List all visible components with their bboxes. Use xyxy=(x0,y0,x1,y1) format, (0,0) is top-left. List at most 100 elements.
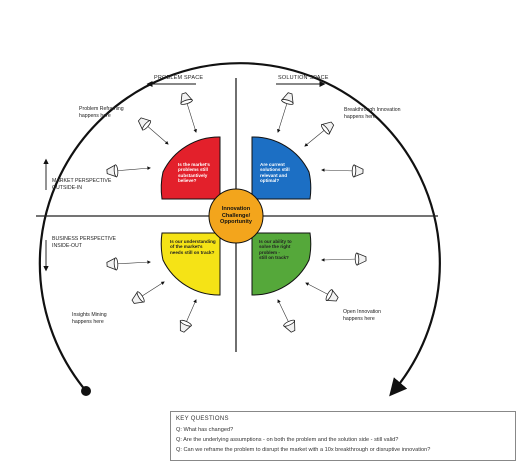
spotlight-beam xyxy=(113,166,151,172)
yellow-question-line2: of the market's xyxy=(170,244,203,250)
spotlight-icons xyxy=(106,92,367,333)
yellow-question-line3: needs still on track? xyxy=(170,249,215,255)
center-line1: Innovation xyxy=(221,206,251,212)
business-perspective-line2: INSIDE-OUT xyxy=(52,242,82,249)
red-quadrant-wedge xyxy=(160,136,221,200)
spotlight-icon xyxy=(179,299,197,333)
spotlight-beam xyxy=(321,168,357,172)
green-quadrant-question: Is our ability to solve the right proble… xyxy=(259,239,292,261)
business-perspective-line1: BUSINESS PERSPECTIVE xyxy=(52,236,116,242)
blue-quadrant-wedge xyxy=(251,136,312,200)
key-question-3: Q: Can we reframe the problem to disrupt… xyxy=(176,447,431,453)
market-perspective-line2: OUTSIDE-IN xyxy=(52,184,82,191)
spotlight-lens xyxy=(354,252,360,266)
spotlight-lamp xyxy=(179,319,193,333)
problem-reframing-line2: happens here xyxy=(79,112,111,119)
spotlight-lamp xyxy=(354,252,367,266)
open-innovation-label: Open Innovation happens here xyxy=(343,309,381,322)
spotlight-beam xyxy=(321,258,360,262)
spotlight-beam xyxy=(277,99,289,133)
spotlight-beam xyxy=(113,260,151,265)
breakthrough-innovation-line1: Breakthrough Innovation xyxy=(344,107,401,113)
spotlight-icon xyxy=(321,164,364,178)
key-question-1: Q: What has changed? xyxy=(176,427,234,433)
spotlight-lamp xyxy=(325,289,339,302)
green-question-line3: problem - xyxy=(259,249,280,255)
problem-reframing-line1: Problem Reframing xyxy=(79,106,124,112)
spotlight-beam xyxy=(184,299,197,326)
spotlight-icon xyxy=(305,282,339,302)
yellow-question-line1: Is our understanding xyxy=(170,239,216,244)
spotlight-lens xyxy=(179,319,192,327)
red-question-line4: believe? xyxy=(178,178,197,184)
red-question-line1: Is the market's xyxy=(178,162,210,167)
red-quadrant-question: Is the market's problems still substanti… xyxy=(178,162,210,184)
spotlight-lamp xyxy=(282,319,296,333)
spotlight-beam xyxy=(138,281,165,299)
green-question-line4: still on track? xyxy=(259,255,289,261)
red-question-line3: substantively xyxy=(178,172,208,178)
center-circle xyxy=(208,188,264,244)
spotlight-lamp xyxy=(106,164,119,178)
breakthrough-innovation-line2: happens here xyxy=(344,113,376,120)
spotlight-lamp xyxy=(280,92,294,105)
green-question-line2: solve the right xyxy=(259,244,291,250)
problem-space-label: PROBLEM SPACE xyxy=(154,75,204,81)
spotlight-icon xyxy=(106,164,151,178)
outer-cycle-start-dot xyxy=(81,386,91,396)
market-perspective-line1: MARKET PERSPECTIVE xyxy=(52,178,112,184)
center-label: Innovation Challenge/ Opportunity xyxy=(209,206,263,226)
spotlight-lens xyxy=(283,319,295,327)
spotlight-lamp xyxy=(106,257,119,271)
spotlight-icon xyxy=(304,121,335,147)
spotlight-lens xyxy=(321,124,330,135)
insights-mining-label: Insights Mining happens here xyxy=(72,312,107,325)
key-questions-title: KEY QUESTIONS xyxy=(176,416,229,422)
problem-reframing-label: Problem Reframing happens here xyxy=(79,106,124,119)
blue-question-line2: solutions still xyxy=(260,167,290,173)
blue-question-line1: Are current xyxy=(260,162,285,167)
business-perspective-label: BUSINESS PERSPECTIVE INSIDE-OUT xyxy=(52,236,116,249)
spotlight-lens xyxy=(113,257,119,271)
key-questions-box: KEY QUESTIONS Q: What has changed? Q: Ar… xyxy=(170,411,516,461)
spotlight-beam xyxy=(144,123,169,145)
spotlight-icon xyxy=(180,92,197,133)
spotlight-icon xyxy=(106,257,151,271)
spotlight-beam xyxy=(185,99,197,133)
solution-space-label: SOLUTION SPACE xyxy=(278,75,329,81)
blue-question-line4: optimal? xyxy=(260,178,280,184)
spotlight-lens xyxy=(180,99,193,105)
green-quadrant-wedge xyxy=(251,232,312,296)
spotlight-icon xyxy=(137,117,169,145)
key-question-2: Q: Are the underlying assumptions - on b… xyxy=(176,437,399,443)
blue-question-line3: relevant and xyxy=(260,172,288,178)
spotlight-lens xyxy=(351,164,357,178)
spotlight-lamp xyxy=(320,121,335,135)
spotlight-lamp xyxy=(180,92,194,105)
yellow-quadrant-wedge xyxy=(160,232,221,296)
spotlight-icon xyxy=(321,252,367,266)
spotlight-lamp xyxy=(137,117,152,131)
spotlight-lamp xyxy=(351,164,364,178)
spotlight-beam xyxy=(305,282,332,297)
spotlight-beam xyxy=(277,299,291,326)
spotlight-lens xyxy=(325,289,333,301)
open-innovation-line2: happens here xyxy=(343,315,375,322)
insights-mining-line1: Insights Mining xyxy=(72,312,107,318)
green-question-line1: Is our ability to xyxy=(259,239,292,244)
spotlight-lens xyxy=(136,291,145,303)
open-innovation-line1: Open Innovation xyxy=(343,309,382,315)
center-line3: Opportunity xyxy=(219,219,252,226)
spotlight-lens xyxy=(141,120,152,131)
spotlight-icon xyxy=(277,299,296,333)
outer-cycle-arc xyxy=(38,62,441,397)
breakthrough-innovation-label: Breakthrough Innovation happens here xyxy=(344,107,401,120)
blue-quadrant-question: Are current solutions still relevant and… xyxy=(260,162,290,184)
red-question-line2: problems still xyxy=(178,167,208,173)
spotlight-beam xyxy=(304,127,328,147)
insights-mining-line2: happens here xyxy=(72,318,104,325)
center-line2: Challenge/ xyxy=(221,212,251,219)
spotlight-icon xyxy=(131,281,165,304)
market-perspective-label: MARKET PERSPECTIVE OUTSIDE-IN xyxy=(52,178,111,191)
